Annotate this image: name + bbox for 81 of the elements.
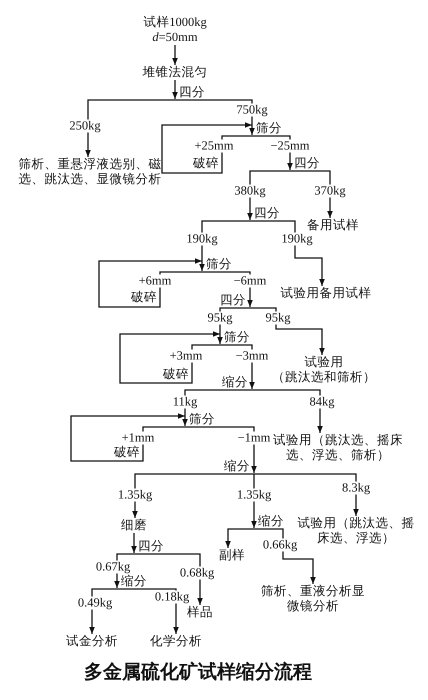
arrow (134, 553, 203, 605)
arrow (131, 533, 137, 553)
operation-label: 缩分 (224, 459, 254, 474)
arrow (117, 588, 179, 634)
operation-label: 筛分 (202, 257, 232, 272)
arrow (247, 170, 290, 220)
step-label: 细磨 (121, 518, 147, 533)
arrow (185, 426, 257, 473)
step-label: 试金分析 (66, 634, 118, 649)
arrow (254, 528, 316, 584)
edge-label: 0.18kg (154, 590, 190, 604)
edge-label: 0.66kg (262, 538, 298, 552)
operation-label: 四分 (134, 539, 164, 554)
edge-label: +3mm (168, 350, 204, 362)
operation-label: 缩分 (117, 574, 147, 589)
edge-label: 250kg (68, 120, 102, 132)
diagram-title: 多金属硫化矿试样缩分流程 (83, 660, 313, 685)
operation-label: 缩分 (254, 514, 284, 529)
edge-label: −3mm (234, 350, 270, 362)
step-label: 破碎 (131, 290, 160, 305)
step-label: 副样 (219, 548, 245, 563)
arrow (250, 220, 325, 286)
edge-label: +1mm (120, 432, 156, 444)
step-label: 试验用 (304, 355, 344, 370)
edge-label: 0.68kg (178, 566, 216, 580)
arrow (252, 389, 323, 433)
step-label: 筛析、重液分析显微镜分析 (261, 584, 365, 614)
arrow (199, 220, 250, 271)
edge-label: 190kg (280, 232, 314, 246)
operation-label: 筛分 (220, 330, 250, 345)
operation-label: 筛分 (252, 121, 282, 136)
step-label: 堆锥法混匀 (142, 65, 208, 80)
arrow (172, 80, 178, 99)
operation-label: 四分 (250, 206, 280, 221)
step-label: 破碎 (163, 367, 192, 382)
arrow (250, 307, 325, 355)
step-label: 试验用（跳汰选、摇床选、浮选） (296, 516, 416, 546)
step-label: 试验用备用试样 (280, 286, 372, 301)
step-label: 化学分析 (150, 634, 202, 649)
arrow (172, 45, 178, 65)
edge-label: 11kg (172, 396, 198, 408)
edge-label: 1.35kg (236, 488, 272, 502)
operation-label: 四分 (175, 85, 205, 100)
edge-label: 8.3kg (340, 482, 372, 494)
edge-label: 190kg (185, 232, 219, 246)
operation-label: 四分 (220, 293, 250, 308)
step-label: 备用试样 (307, 218, 359, 233)
arrow (85, 99, 175, 157)
arrow (175, 99, 255, 135)
edge-label: −25mm (270, 140, 310, 152)
step-label: 筛析、重悬浮液选别、磁选、跳汰选、显微镜分析 (9, 157, 171, 187)
arrow (254, 473, 359, 516)
edge-label: 0.49kg (76, 596, 114, 610)
arrow (132, 473, 254, 518)
edge-label: −6mm (232, 274, 268, 288)
step-label: 破碎 (193, 156, 222, 171)
edge-label: +25mm (194, 140, 234, 152)
operation-label: 缩分 (222, 375, 252, 390)
edge-label: 95kg (206, 312, 234, 324)
edge-label: 84kg (308, 396, 336, 408)
edge-label: 750kg (235, 104, 269, 116)
step-label: d=50mm (151, 30, 199, 45)
arrow (119, 331, 220, 384)
arrow (70, 413, 185, 462)
edge-label: +6mm (138, 274, 172, 288)
arrow (98, 258, 202, 308)
arrow (161, 122, 252, 174)
operation-label: 四分 (290, 156, 320, 171)
edge-label: 95kg (264, 312, 292, 324)
arrow (225, 528, 254, 548)
edge-label: 380kg (233, 184, 267, 198)
edge-label: 1.35kg (116, 488, 154, 502)
step-label: （跳汰选和筛析） (272, 370, 376, 385)
step-label: 样品 (187, 605, 213, 620)
step-label: 试样1000kg (143, 15, 207, 30)
step-label: 破碎 (114, 445, 143, 460)
edge-label: 0.67kg (94, 560, 132, 574)
arrow (182, 389, 252, 426)
edge-label: −1mm (236, 432, 272, 444)
operation-label: 筛分 (185, 412, 215, 427)
edge-label: 370kg (313, 184, 347, 198)
